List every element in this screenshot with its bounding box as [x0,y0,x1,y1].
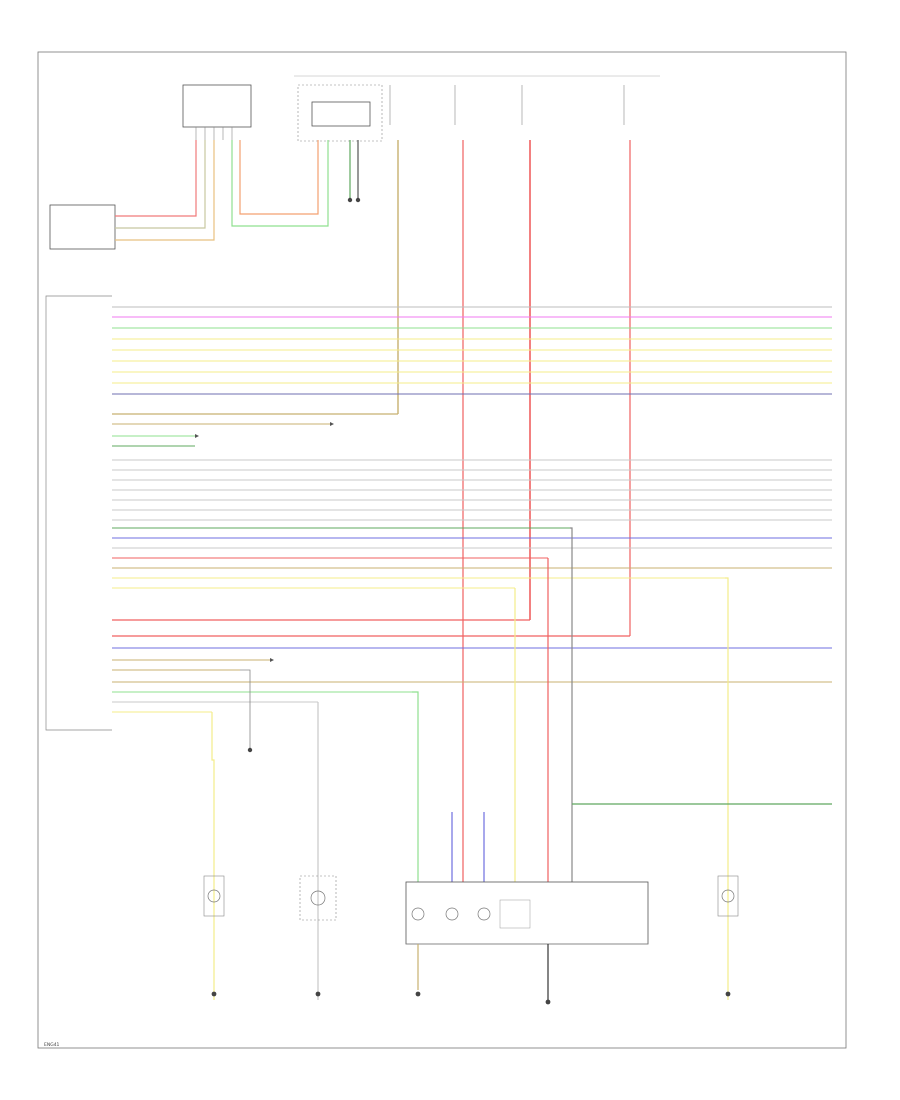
top-module [182,84,252,140]
lamp-center [299,875,337,921]
fuse-feed-3 [112,85,531,621]
diagram-frame [37,51,847,1049]
ground-icon [347,197,353,203]
lamp-right-assembly [405,881,649,1000]
ground-icon [355,197,361,203]
harness-connector [297,84,383,142]
ground-icon [211,747,731,1005]
fuse-feed-2 [454,85,464,882]
lamp-icon [310,890,326,906]
lamp-icon [411,907,425,921]
fuse-feed-1 [112,85,399,415]
footwell-module [45,295,112,731]
lamp-icon [477,907,491,921]
lamp-far-right [717,875,739,917]
harness-grounds [347,140,361,203]
page-marker: ENG41 [44,1042,60,1048]
bus-wires [112,306,832,713]
lamp-icon [721,889,735,903]
lamp-icon [445,907,459,921]
fuse-feed-4 [112,85,631,637]
left-sensor [49,204,116,250]
arrow-icon [195,422,334,662]
lamp-icon [207,889,221,903]
lamp-left [203,875,225,917]
vertical-drops [211,527,832,1000]
